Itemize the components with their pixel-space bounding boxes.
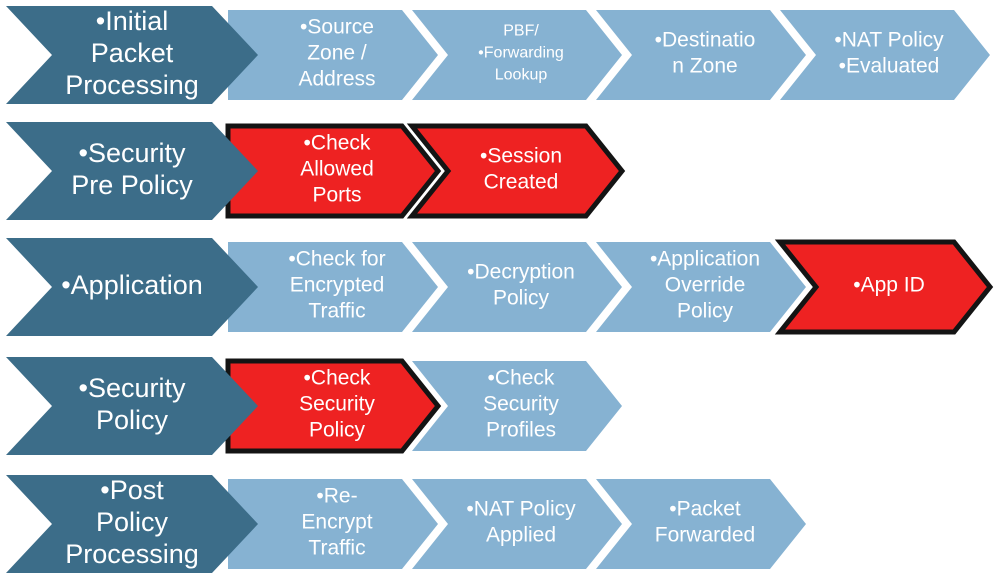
- phase-chevron-3: [6, 357, 258, 455]
- step-chevron-0-0: [228, 10, 438, 100]
- phase-chevron-2: [6, 238, 258, 336]
- step-label-2-0-line-1: Encrypted: [290, 274, 385, 297]
- step-chevron-2-2: [596, 242, 806, 332]
- phase-chevron-4: [6, 475, 258, 573]
- step-label-4-0-line-0: •Re-: [316, 485, 357, 508]
- step-chevron-0-3: [780, 10, 990, 100]
- step-label-4-1-line-1: Applied: [486, 524, 556, 547]
- phase-label-4-line-0: •Post: [100, 475, 164, 505]
- step-chevron-0-1: [412, 10, 622, 100]
- step-chevron-2-0: [228, 242, 438, 332]
- step-label-0-2-line-0: •Destinatio: [655, 29, 756, 52]
- step-chevron-2-3-highlighted: [774, 239, 994, 335]
- step-label-4-2-line-1: Forwarded: [655, 524, 755, 547]
- step-label-3-0-line-1: Security: [299, 393, 375, 416]
- step-label-0-0-line-0: •Source: [300, 16, 374, 39]
- phase-label-4-line-2: Processing: [65, 539, 199, 569]
- step-chevron-3-1: [412, 361, 622, 451]
- step-label-0-1-line-1: •Forwarding: [478, 45, 564, 62]
- step-label-0-1-line-2: Lookup: [495, 67, 548, 84]
- step-label-1-0-line-0: •Check: [304, 132, 371, 155]
- step-chevron-1-1-highlighted: [406, 123, 626, 219]
- step-label-3-0-line-0: •Check: [304, 367, 371, 390]
- step-label-0-0-line-1: Zone /: [307, 42, 367, 65]
- step-label-1-1-line-1: Created: [484, 171, 559, 194]
- step-label-4-0-line-2: Traffic: [308, 537, 365, 560]
- phase-chevron-1: [6, 122, 258, 220]
- phase-label-4-line-1: Policy: [96, 507, 169, 537]
- phase-label-1-line-1: Pre Policy: [71, 170, 193, 200]
- step-chevron-4-0: [228, 479, 438, 569]
- step-label-2-0-line-0: •Check for: [288, 248, 385, 271]
- step-label-1-1-line-0: •Session: [480, 145, 562, 168]
- step-label-2-2-line-1: Override: [665, 274, 746, 297]
- step-label-1-0-line-2: Ports: [312, 184, 361, 207]
- step-label-4-0-line-1: Encrypt: [301, 511, 372, 534]
- phase-label-0-line-2: Processing: [65, 70, 199, 100]
- phase-label-0-line-0: •Initial: [96, 6, 168, 36]
- step-label-2-1-line-0: •Decryption: [467, 261, 575, 284]
- step-label-3-1-line-0: •Check: [488, 367, 555, 390]
- phase-label-0-line-1: Packet: [91, 38, 174, 68]
- step-chevron-4-2: [596, 479, 806, 569]
- step-label-2-2-line-0: •Application: [650, 248, 760, 271]
- step-chevron-0-2: [596, 10, 806, 100]
- step-label-0-0-line-2: Address: [298, 68, 375, 91]
- step-label-4-2-line-0: •Packet: [669, 498, 741, 521]
- phase-label-2-line-0: •Application: [61, 270, 203, 300]
- step-label-2-2-line-2: Policy: [677, 300, 734, 323]
- step-label-4-1-line-0: •NAT Policy: [466, 498, 576, 521]
- step-chevron-2-1: [412, 242, 622, 332]
- step-label-0-2-line-1: n Zone: [672, 55, 737, 78]
- step-label-3-1-line-1: Security: [483, 393, 559, 416]
- step-label-2-3-line-0: •App ID: [853, 274, 925, 297]
- step-label-0-3-line-1: •Evaluated: [839, 55, 940, 78]
- phase-label-3-line-1: Policy: [96, 405, 169, 435]
- phase-label-3-line-0: •Security: [79, 373, 186, 403]
- step-label-2-0-line-2: Traffic: [308, 300, 365, 323]
- step-label-0-1-line-0: PBF/: [503, 23, 539, 40]
- step-label-3-0-line-2: Policy: [309, 419, 366, 442]
- step-chevron-4-1: [412, 479, 622, 569]
- step-label-2-1-line-1: Policy: [493, 287, 550, 310]
- phase-chevron-0: [6, 6, 258, 104]
- phase-label-1-line-0: •Security: [79, 138, 186, 168]
- step-label-1-0-line-1: Allowed: [300, 158, 374, 181]
- step-label-0-3-line-0: •NAT Policy: [834, 29, 944, 52]
- step-label-3-1-line-2: Profiles: [486, 419, 556, 442]
